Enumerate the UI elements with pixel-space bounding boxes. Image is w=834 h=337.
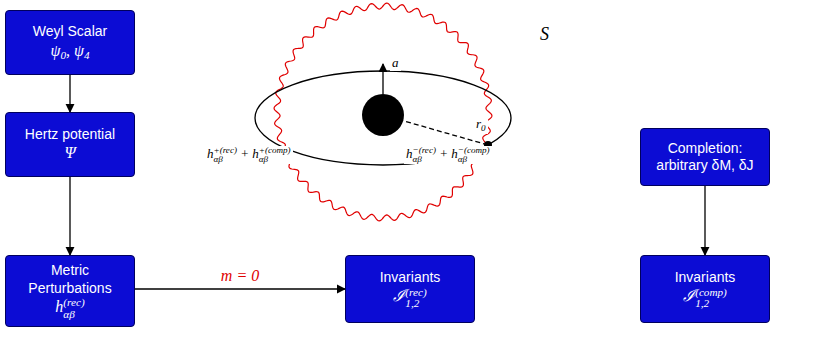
flow-arrow (69, 75, 70, 112)
node-title: Weyl Scalar (33, 23, 107, 41)
flow-arrow (704, 186, 705, 255)
flow-arrow (135, 288, 345, 289)
invariant-box: Invariantsℐ(rec)1,2 (345, 255, 475, 323)
node-title: Metric Perturbations (12, 262, 128, 297)
node-formula: h(rec)αβ (55, 297, 84, 320)
node-formula: Ψ (64, 143, 75, 163)
surface-circle (274, 3, 492, 221)
node-title: Invariants (380, 269, 441, 287)
node-formula: ℐ(comp)1,2 (683, 286, 727, 309)
black-hole (362, 94, 404, 136)
formula-label: h+(rec)αβ + h+(comp)αβ (205, 146, 293, 164)
spin-arrow (382, 64, 383, 94)
potential-box: Hertz potentialΨ (5, 112, 135, 177)
invariant-box: Invariantsℐ(comp)1,2 (640, 255, 770, 323)
node-formula: ψ0, ψ4 (50, 41, 89, 62)
flow-arrow (69, 177, 70, 255)
spin-label: a (390, 55, 401, 71)
metric-box: Metric Perturbationsh(rec)αβ (5, 255, 135, 327)
node-title: Invariants (675, 269, 736, 287)
surface-label: S (538, 24, 551, 46)
edge-label: m = 0 (218, 267, 262, 285)
formula-label: h−(rec)αβ + h−(comp)αβ (404, 146, 492, 164)
scalar-box: Weyl Scalarψ0, ψ4 (5, 10, 135, 75)
radius-label: r0 (474, 116, 488, 134)
completion-box: Completion: arbitrary δM, δJ (640, 128, 770, 186)
node-title: Completion: arbitrary δM, δJ (647, 140, 763, 175)
node-title: Hertz potential (25, 126, 115, 144)
node-formula: ℐ(rec)1,2 (393, 286, 426, 309)
